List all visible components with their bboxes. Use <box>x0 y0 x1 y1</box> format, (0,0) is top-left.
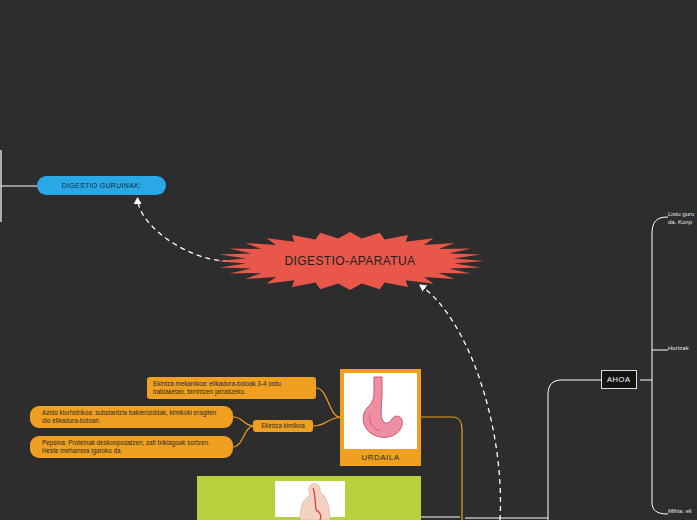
topic-box: Ekintza kimikoa <box>253 420 313 432</box>
branch-line <box>640 217 668 514</box>
connector <box>233 426 254 447</box>
node-text: URDAILA <box>344 453 417 462</box>
central-star: DIGESTIO-APARATUA <box>215 231 485 291</box>
body-illustration <box>300 483 330 520</box>
bracket-line <box>1 150 37 222</box>
node-text: AHOA <box>607 375 631 384</box>
node-text: DIGESTIO-APARATUA <box>284 254 415 268</box>
dark-box: AHOA <box>601 370 637 389</box>
connector <box>138 198 228 261</box>
connector <box>233 417 254 426</box>
node-text: Ekintza mekanikoa: elikadura-boloak 3-4 … <box>153 380 310 396</box>
branch-text: Listu guru da. Konp <box>668 211 695 226</box>
tract-illustration <box>313 488 321 520</box>
node-text: Azido klorhidrikoa: substantzia bakteriz… <box>42 409 221 425</box>
topic-box: Azido klorhidrikoa: substantzia bakteriz… <box>30 406 233 428</box>
dashed-link <box>420 285 500 520</box>
connector <box>316 388 341 418</box>
gland-pill: DIGESTIO GURUINAK: <box>37 176 166 195</box>
branch-text: Hortzak <box>668 345 695 353</box>
node-text: Ekintza kimikoa <box>257 422 309 430</box>
node-text: DIGESTIO GURUINAK: <box>45 182 158 189</box>
branch-text: Mihia: eli <box>668 508 695 516</box>
stomach-card: URDAILA <box>340 369 421 466</box>
star-shape <box>216 232 484 290</box>
branch-line <box>465 380 601 520</box>
node-text: Pepsina: Proteinak deskonposatzen, zati … <box>42 439 221 455</box>
stomach-illustration <box>344 373 417 449</box>
image-panel <box>197 476 421 520</box>
connector <box>313 418 341 427</box>
topic-box: Pepsina: Proteinak deskonposatzen, zati … <box>30 436 233 458</box>
topic-box: Ekintza mekanikoa: elikadura-boloak 3-4 … <box>147 377 316 399</box>
branch-line <box>421 517 460 518</box>
branch-line <box>421 417 462 520</box>
